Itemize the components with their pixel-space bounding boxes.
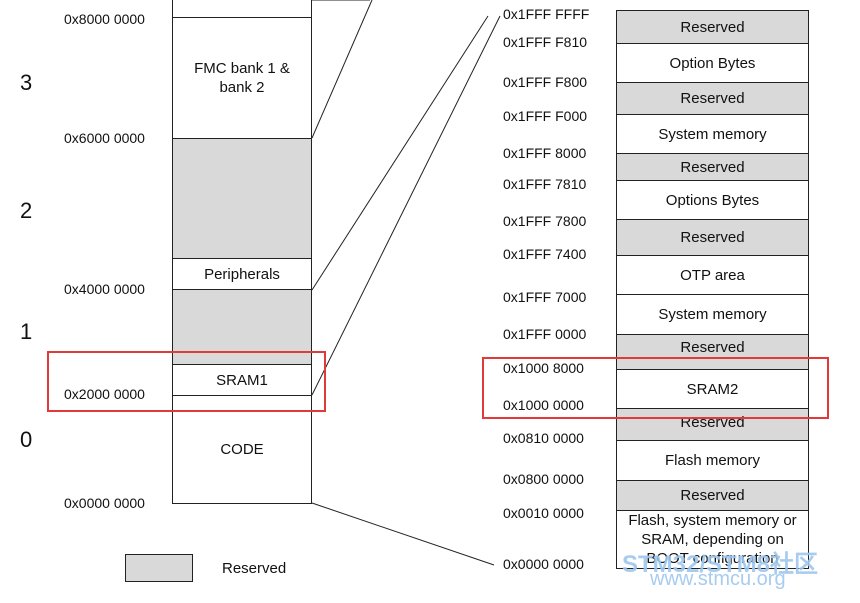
connector-line (311, 0, 373, 139)
region-number-1: 1 (20, 319, 33, 344)
memory-block-reserved: Reserved (616, 219, 809, 256)
sram2-highlight-box (482, 357, 829, 419)
connector-line (311, 15, 489, 291)
memory-block-system-memory: System memory (616, 114, 809, 154)
address-label: 0x1FFF 7800 (503, 213, 587, 229)
address-label: 0x1FFF F810 (503, 34, 588, 50)
address-label: 0x0000 0000 (503, 556, 584, 572)
memory-block-flash-memory: Flash memory (616, 440, 809, 481)
memory-block-sram2: SRAM2 (616, 369, 809, 409)
memory-block-fmc: FMC bank 1 & bank 2 (172, 17, 312, 139)
memory-block-option-bytes: Option Bytes (616, 43, 809, 83)
watermark-url: www.stmcu.org (650, 568, 786, 590)
memory-block-otp-area: OTP area (616, 255, 809, 295)
memory-block-reserved (172, 138, 312, 259)
address-label: 0x8000 0000 (64, 11, 145, 27)
address-label: 0x1FFF FFFF (503, 6, 590, 22)
memory-block-reserved: Reserved (616, 153, 809, 181)
address-label: 0x0010 0000 (503, 505, 584, 521)
address-label: 0x1FFF 7400 (503, 246, 587, 262)
memory-block-system-memory: System memory (616, 294, 809, 335)
memory-block-reserved: Reserved (616, 82, 809, 115)
address-label: 0x1000 8000 (503, 360, 584, 376)
region-number-3: 3 (20, 70, 33, 95)
memory-block-options-bytes: Options Bytes (616, 180, 809, 220)
legend-reserved-swatch (125, 554, 193, 582)
memory-block-peripherals: Peripherals (172, 258, 312, 290)
watermark-logo-text: STM32/STM8社区 (622, 551, 819, 578)
memory-block-reserved: Reserved (616, 480, 809, 511)
region-number-0: 0 (20, 427, 33, 452)
address-label: 0x1FFF 8000 (503, 145, 587, 161)
memory-block-boot-alias: Flash, system memory or SRAM, depending … (616, 510, 809, 569)
address-label: 0x2000 0000 (64, 386, 145, 402)
address-label: 0x6000 0000 (64, 130, 145, 146)
address-label: 0x1FFF 0000 (503, 326, 587, 342)
memory-block-top (172, 0, 312, 18)
address-label: 0x0000 0000 (64, 495, 145, 511)
address-label: 0x0810 0000 (503, 430, 584, 446)
address-label: 0x0800 0000 (503, 471, 584, 487)
memory-block-reserved: Reserved (616, 334, 809, 370)
connector-line (311, 15, 501, 396)
connector-line (311, 502, 495, 566)
memory-block-reserved: Reserved (616, 10, 809, 44)
address-label: 0x1000 0000 (503, 397, 584, 413)
sram1-highlight-box (47, 351, 326, 412)
legend-reserved-label: Reserved (222, 560, 287, 577)
region-number-2: 2 (20, 198, 33, 223)
address-label: 0x1FFF 7810 (503, 176, 587, 192)
address-label: 0x1FFF F000 (503, 108, 588, 124)
memory-block-code: CODE (172, 395, 312, 504)
address-label: 0x4000 0000 (64, 281, 145, 297)
address-label: 0x1FFF 7000 (503, 289, 587, 305)
address-label: 0x1FFF F800 (503, 74, 588, 90)
